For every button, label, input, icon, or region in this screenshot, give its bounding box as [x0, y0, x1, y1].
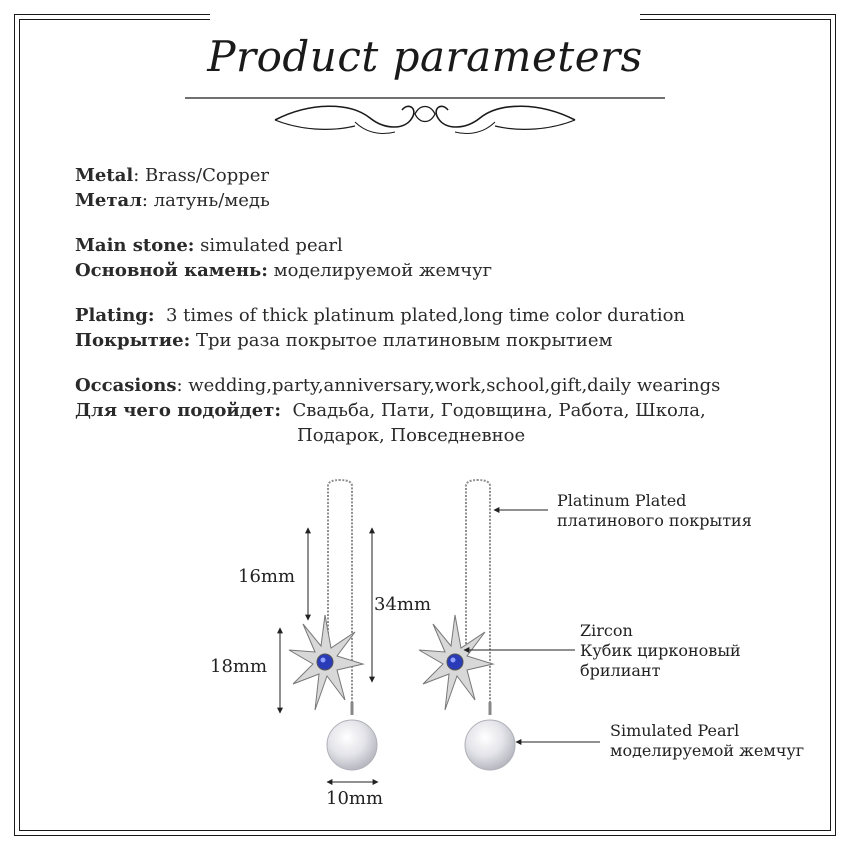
spec-sep: : [133, 165, 145, 186]
annotation-plating-ru: платинового покрытия [557, 511, 752, 530]
spec-sep: : [141, 190, 154, 211]
spec-continuation: Подарок, Повседневное [297, 425, 526, 446]
spec-line: Metal: Brass/Copper [75, 163, 795, 188]
spec-label: Для чего подойдет: [75, 400, 281, 421]
spec-label: Occasions [75, 375, 177, 396]
flourish-divider-ornament [185, 97, 665, 135]
spec-sep [155, 305, 166, 326]
spec-line: Main stone: simulated pearl [75, 233, 795, 258]
spec-group-occasions: Occasions: wedding,party,anniversary,wor… [75, 373, 795, 448]
spec-value: Brass/Copper [145, 165, 270, 186]
spec-line: Occasions: wedding,party,anniversary,wor… [75, 373, 795, 398]
spec-label: Покрытие: [75, 330, 191, 351]
spec-label: Plating: [75, 305, 155, 326]
spec-value: моделируемой жемчуг [273, 260, 493, 281]
spec-group-plating: Plating: 3 times of thick platinum plate… [75, 303, 795, 353]
annotation-zircon-ru-1: Кубик цирконовый [580, 641, 741, 660]
annotation-pearl: Simulated Pearl моделируемой жемчуг [610, 721, 804, 761]
spec-value: 3 times of thick platinum plated,long ti… [165, 305, 686, 326]
star-charm [288, 614, 365, 711]
spec-list: Metal: Brass/Copper Метал: латунь/медь M… [75, 163, 795, 468]
spec-label: Main stone: [75, 235, 195, 256]
annotation-zircon-ru-2: брилиант [580, 661, 661, 680]
annotation-plating: Platinum Plated платинового покрытия [557, 491, 752, 531]
dim-star-label: 18mm [210, 656, 268, 677]
left-earring [288, 478, 378, 771]
spec-line: Plating: 3 times of thick platinum plate… [75, 303, 795, 328]
page-title: Product parameters [207, 32, 643, 81]
title-mask [210, 8, 640, 38]
annotation-plating-en: Platinum Plated [557, 491, 687, 510]
spec-sep: : [176, 375, 189, 396]
annotation-pearl-en: Simulated Pearl [610, 721, 740, 740]
spec-value: wedding,party,anniversary,work,school,gi… [188, 375, 721, 396]
spec-line: Для чего подойдет: Свадьба, Пати, Годовщ… [75, 398, 795, 423]
spec-line: Основной камень: моделируемой жемчуг [75, 258, 795, 283]
annotation-zircon: Zircon Кубик цирконовый брилиант [580, 621, 741, 681]
product-diagram: 16mm 34mm 18mm 10mm Platinum Plated плат… [0, 470, 850, 830]
spec-label: Metal [75, 165, 134, 186]
spec-value: Свадьба, Пати, Годовщина, Работа, Школа, [292, 400, 706, 421]
star-charm [418, 614, 495, 711]
spec-value: simulated pearl [200, 235, 343, 256]
spec-value: Три раза покрытое платиновым покрытием [195, 330, 613, 351]
dim-pearl-label: 10mm [326, 788, 384, 809]
spec-sep [281, 400, 292, 421]
earring-illustration [277, 478, 600, 785]
spec-value: латунь/медь [153, 190, 270, 211]
spec-group-main-stone: Main stone: simulated pearl Основной кам… [75, 233, 795, 283]
spec-label: Основной камень: [75, 260, 268, 281]
spec-group-metal: Metal: Brass/Copper Метал: латунь/медь [75, 163, 795, 213]
right-earring [418, 478, 516, 771]
annotation-pearl-ru: моделируемой жемчуг [610, 741, 805, 760]
dim-chain-top-label: 16mm [238, 566, 296, 587]
annotation-zircon-en: Zircon [580, 621, 633, 640]
spec-line: Метал: латунь/медь [75, 188, 795, 213]
spec-label: Метал [75, 190, 142, 211]
dim-chain-total-label: 34mm [374, 594, 432, 615]
spec-line: Покрытие: Три раза покрытое платиновым п… [75, 328, 795, 353]
